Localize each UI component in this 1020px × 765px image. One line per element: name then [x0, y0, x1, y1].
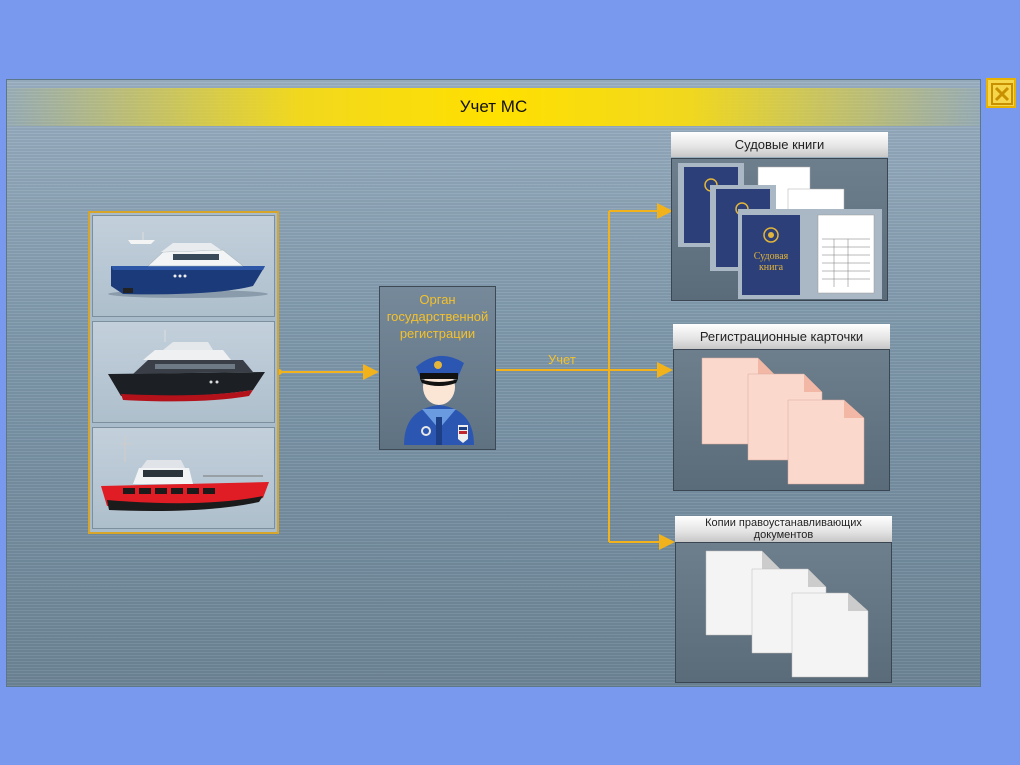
red-patrol-boat-icon [101, 436, 269, 511]
close-button[interactable] [986, 78, 1016, 108]
ship-book-icon [678, 163, 882, 299]
vessel-cell-3 [92, 427, 275, 529]
registration-cards-box [673, 349, 890, 491]
title-docs-header: Копии правоустанавливающих документов [675, 516, 892, 542]
officer-icon [404, 355, 474, 445]
registration-card-icon [701, 357, 865, 485]
registration-authority: Орган государственной регистрации [379, 286, 496, 450]
ship-books-box: Судовая книга [671, 158, 888, 301]
title-bar: Учет МС [7, 88, 980, 126]
title-docs-box [675, 542, 892, 683]
page-title: Учет МС [459, 97, 528, 116]
authority-label: Орган государственной регистрации [386, 292, 489, 341]
vessel-cell-1 [92, 215, 275, 317]
vessels-group [88, 211, 279, 534]
ship-books-header: Судовые книги [671, 132, 888, 157]
close-x-icon [991, 83, 1013, 105]
flow-label: Учет [548, 352, 576, 367]
ship-book-label: Судовая книга [753, 251, 789, 273]
black-yacht-icon [108, 330, 265, 402]
main-panel: Учет МС Учет [6, 79, 981, 687]
vessel-cell-2 [92, 321, 275, 423]
blue-yacht-icon [108, 232, 268, 298]
document-copy-icon [705, 550, 869, 678]
registration-cards-header: Регистрационные карточки [673, 324, 890, 349]
